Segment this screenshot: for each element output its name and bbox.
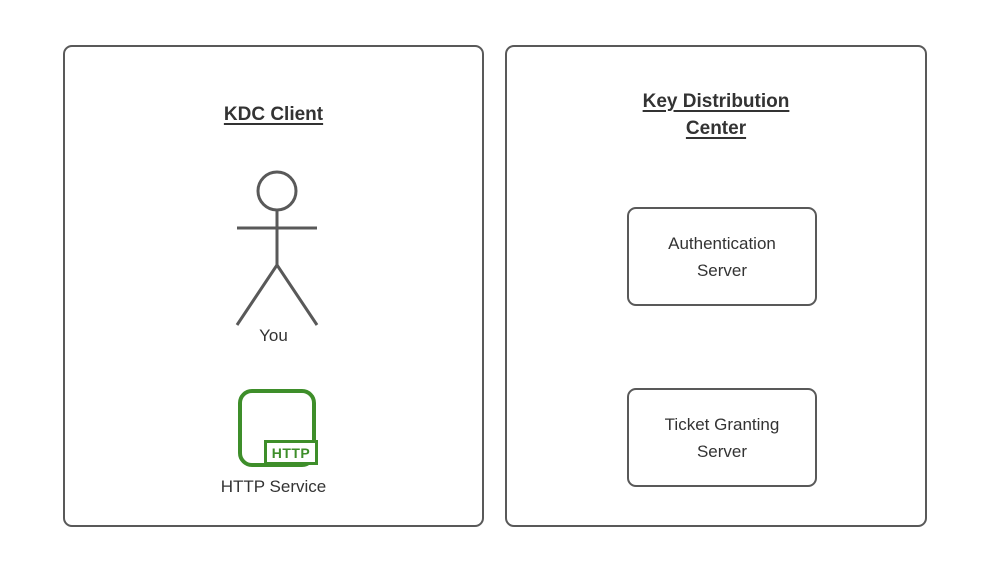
http-service-label: HTTP Service — [220, 477, 327, 496]
http-badge: HTTP — [264, 440, 318, 465]
kdc-client-panel: KDC Client You HTTP HTTP Service — [63, 45, 484, 527]
person-actor-icon — [235, 170, 319, 326]
key-distribution-center-title: Key Distribution Center — [507, 88, 925, 142]
key-distribution-center-title-text: Key Distribution Center — [642, 91, 790, 139]
http-service-icon: HTTP — [238, 389, 318, 467]
kdc-client-title: KDC Client — [65, 101, 482, 128]
kdc-client-title-text: KDC Client — [223, 104, 324, 125]
ticket-granting-server-label: Ticket Granting Server — [664, 414, 780, 461]
key-distribution-center-panel: Key Distribution Center Authentication S… — [505, 45, 927, 527]
authentication-server-label: Authentication Server — [668, 233, 776, 280]
authentication-server-box: Authentication Server — [627, 207, 817, 306]
ticket-granting-server-box: Ticket Granting Server — [627, 388, 817, 487]
actor-label: You — [259, 326, 288, 345]
